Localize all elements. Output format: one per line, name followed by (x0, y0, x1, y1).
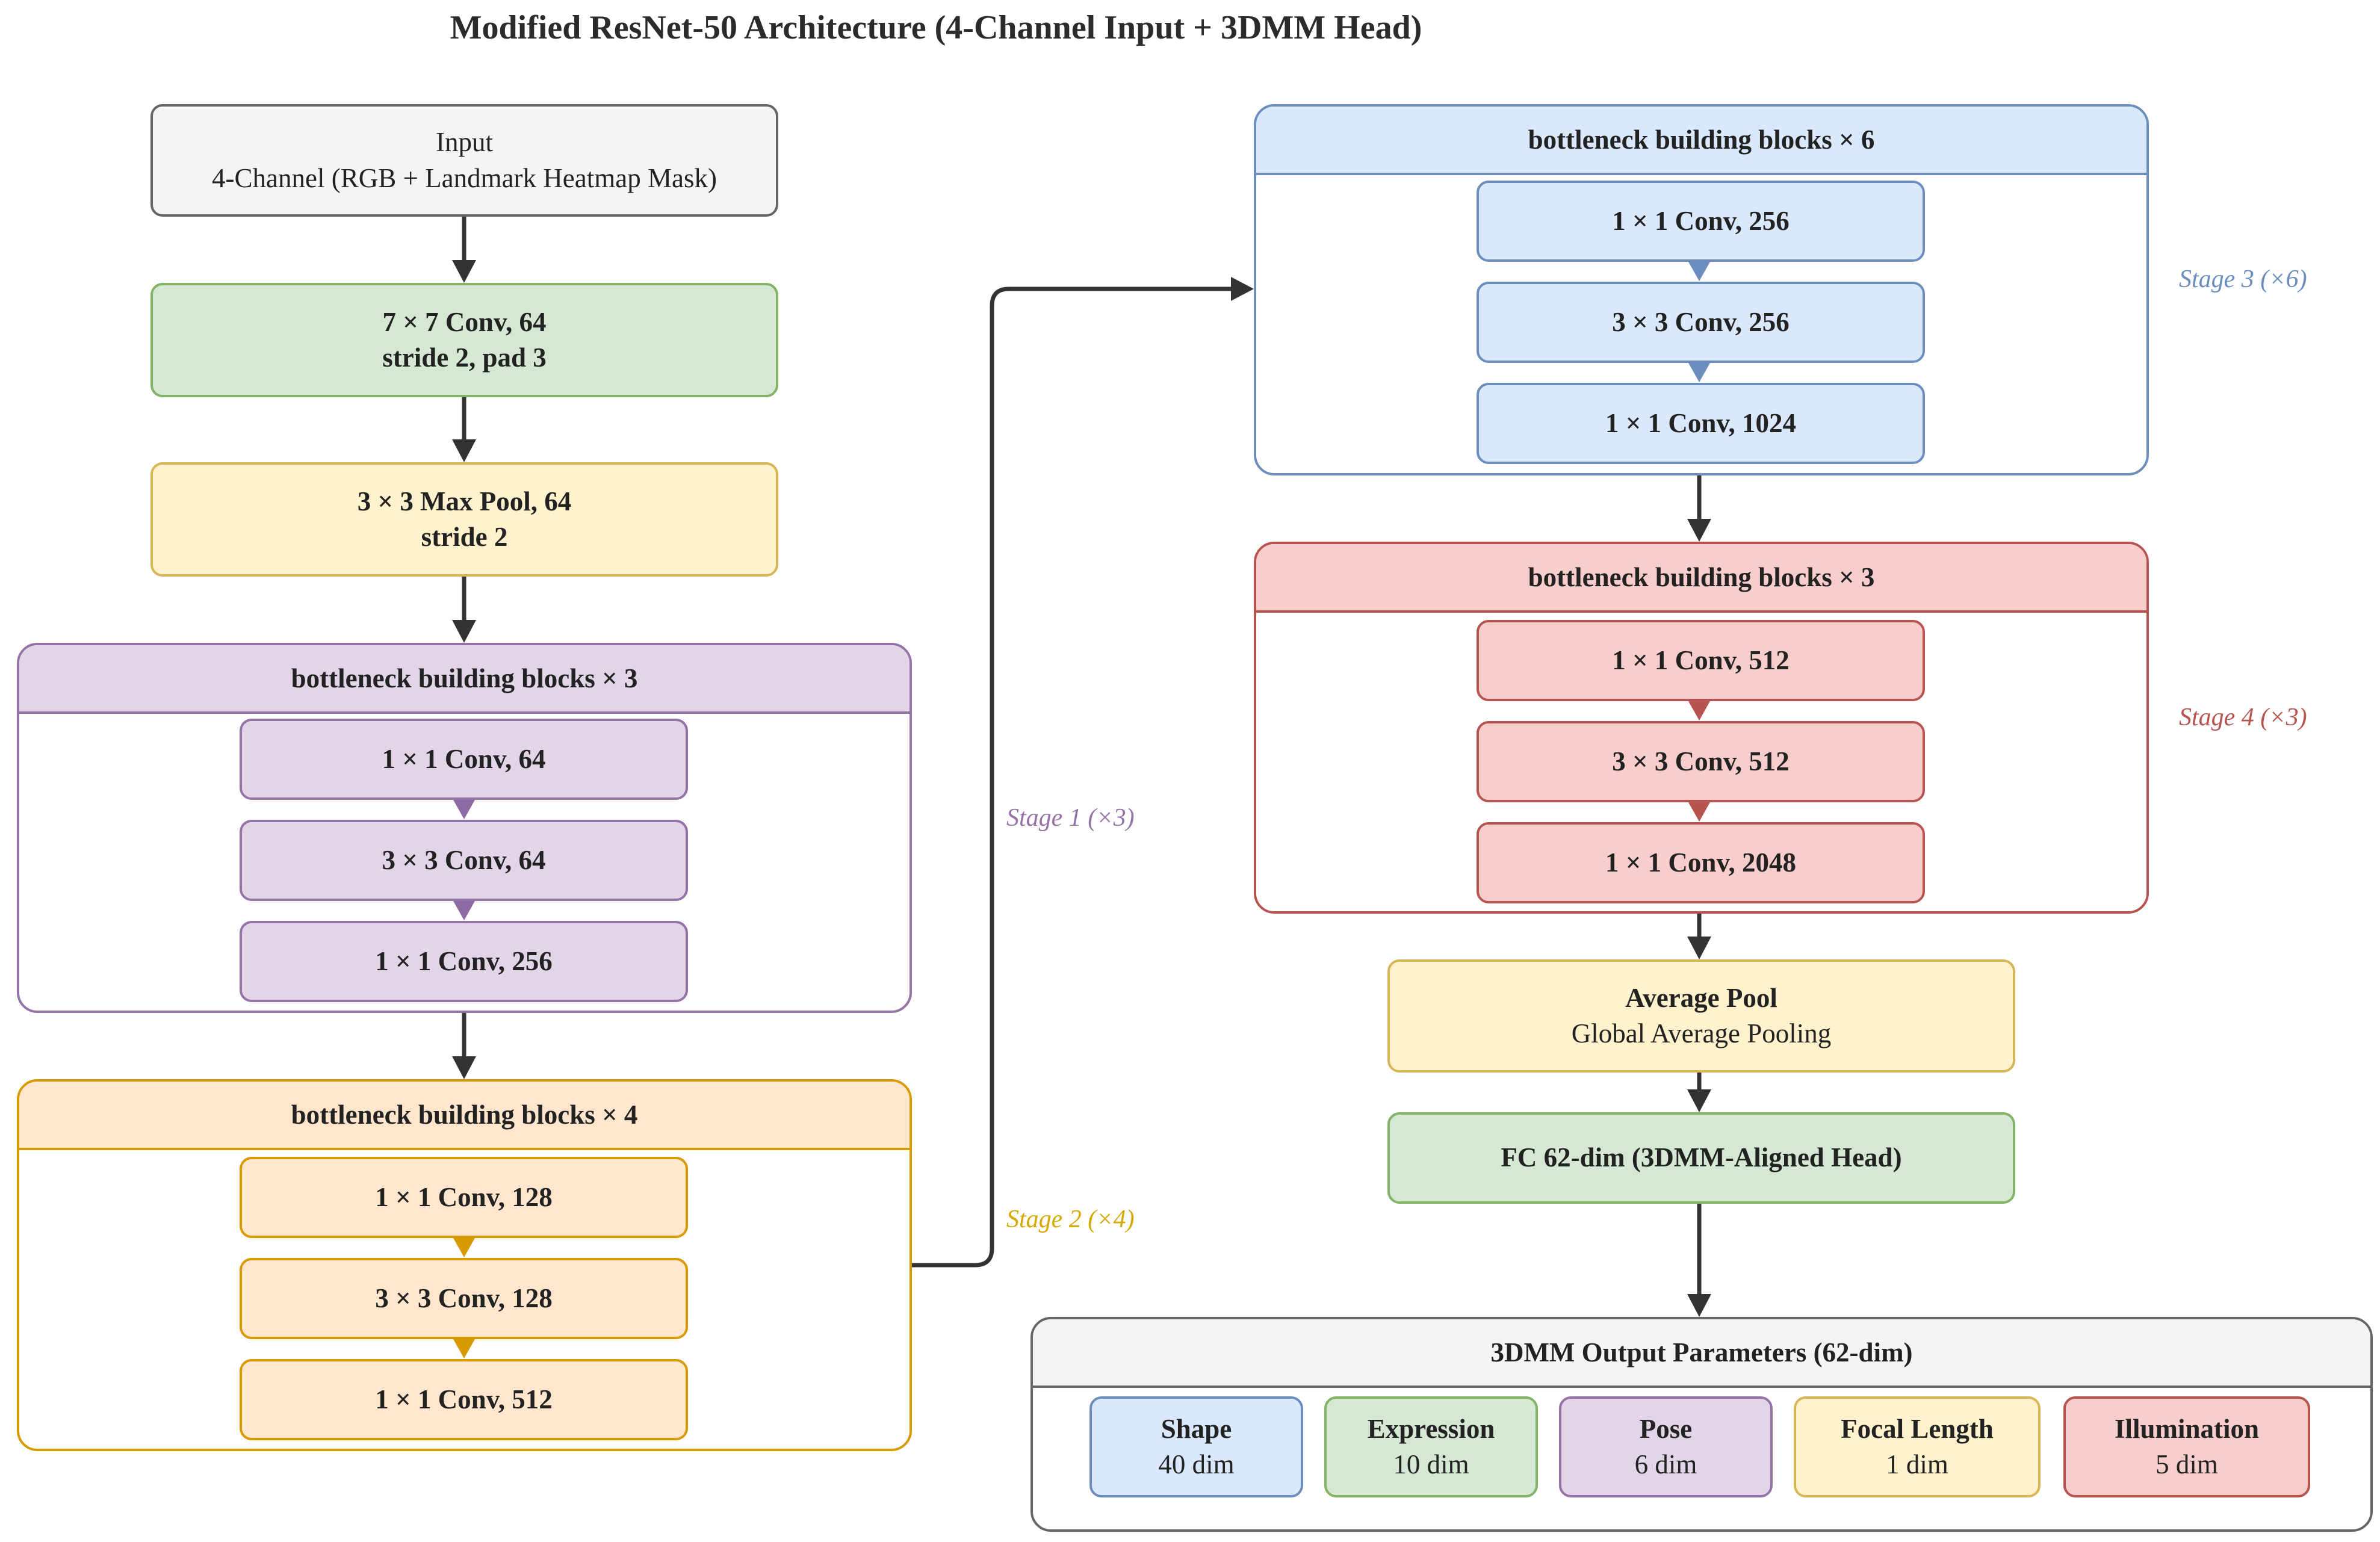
param-shape-name: Shape (1161, 1413, 1232, 1444)
arrow-stage2-to-stage3 (912, 286, 1231, 1268)
conv7-node: 7 × 7 Conv, 64 stride 2, pad 3 (150, 283, 778, 397)
param-pose-dim: 6 dim (1634, 1449, 1697, 1479)
maxpool-params: stride 2 (421, 522, 508, 552)
stage3-layer-3: 1 × 1 Conv, 1024 (1477, 383, 1925, 464)
arrowhead (1688, 363, 1710, 382)
param-illumination: Illumination 5 dim (2063, 1396, 2310, 1497)
stage1-header: bottleneck building blocks × 3 (19, 645, 910, 714)
stage1-layer-1: 1 × 1 Conv, 64 (240, 719, 688, 800)
param-shape: Shape 40 dim (1089, 1396, 1303, 1497)
param-expression-dim: 10 dim (1393, 1449, 1469, 1479)
avgpool-label: Average Pool (1625, 982, 1777, 1013)
param-expression: Expression 10 dim (1324, 1396, 1538, 1497)
param-pose: Pose 6 dim (1559, 1396, 1773, 1497)
conv7-params: stride 2, pad 3 (382, 342, 547, 373)
param-focal-length: Focal Length 1 dim (1794, 1396, 2041, 1497)
arrowhead (452, 439, 476, 462)
input-label: Input (436, 127, 493, 158)
maxpool-label: 3 × 3 Max Pool, 64 (357, 486, 572, 516)
stage1-layer-2: 3 × 3 Conv, 64 (240, 820, 688, 901)
arrowhead (453, 901, 475, 920)
arrowhead (1687, 519, 1711, 542)
arrowhead (452, 620, 476, 643)
stage2-label: Stage 2 (×4) (1006, 1206, 1135, 1233)
arrowhead (453, 1339, 475, 1358)
stage3-layer-2: 3 × 3 Conv, 256 (1477, 282, 1925, 363)
stage2-layer-3: 1 × 1 Conv, 512 (240, 1359, 688, 1440)
stage3-header: bottleneck building blocks × 6 (1256, 107, 2146, 175)
stage4-label: Stage 4 (×3) (2179, 704, 2307, 731)
arrowhead (1687, 937, 1711, 959)
avgpool-description: Global Average Pooling (1571, 1018, 1832, 1048)
arrowhead (1687, 1294, 1711, 1317)
stage3-layer-1: 1 × 1 Conv, 256 (1477, 181, 1925, 262)
arrowhead (1688, 701, 1710, 720)
input-node: Input 4-Channel (RGB + Landmark Heatmap … (150, 104, 778, 217)
stage4-layer-2: 3 × 3 Conv, 512 (1477, 721, 1925, 802)
maxpool-node: 3 × 3 Max Pool, 64 stride 2 (150, 462, 778, 577)
stage2-header: bottleneck building blocks × 4 (19, 1082, 910, 1150)
stage2-layer-1: 1 × 1 Conv, 128 (240, 1157, 688, 1238)
param-focal-length-dim: 1 dim (1886, 1449, 1948, 1479)
input-description: 4-Channel (RGB + Landmark Heatmap Mask) (212, 163, 717, 193)
arrowhead (453, 1238, 475, 1257)
stage4-layer-3: 1 × 1 Conv, 2048 (1477, 822, 1925, 903)
stage1-layer-3: 1 × 1 Conv, 256 (240, 921, 688, 1002)
arrowhead (1231, 277, 1254, 301)
param-shape-dim: 40 dim (1158, 1449, 1235, 1479)
arrowhead (1688, 262, 1710, 281)
arrowhead (453, 800, 475, 819)
arrowhead (452, 1056, 476, 1079)
stage2-layer-2: 3 × 3 Conv, 128 (240, 1258, 688, 1339)
output-header: 3DMM Output Parameters (62-dim) (1033, 1319, 2370, 1388)
fc-node: FC 62-dim (3DMM-Aligned Head) (1387, 1112, 2015, 1204)
stage4-header: bottleneck building blocks × 3 (1256, 544, 2146, 613)
param-pose-name: Pose (1639, 1413, 1693, 1444)
stage4-layer-1: 1 × 1 Conv, 512 (1477, 620, 1925, 701)
param-illumination-dim: 5 dim (2155, 1449, 2218, 1479)
arrowhead (1687, 1089, 1711, 1112)
avgpool-node: Average Pool Global Average Pooling (1387, 959, 2015, 1073)
arrowhead (452, 260, 476, 283)
conv7-label: 7 × 7 Conv, 64 (382, 306, 547, 337)
param-focal-length-name: Focal Length (1841, 1413, 1994, 1444)
param-expression-name: Expression (1367, 1413, 1495, 1444)
param-illumination-name: Illumination (2114, 1413, 2260, 1444)
diagram-title: Modified ResNet-50 Architecture (4-Chann… (450, 9, 1422, 46)
arrowhead (1688, 802, 1710, 822)
stage1-label: Stage 1 (×3) (1006, 804, 1135, 832)
stage3-label: Stage 3 (×6) (2179, 265, 2307, 293)
